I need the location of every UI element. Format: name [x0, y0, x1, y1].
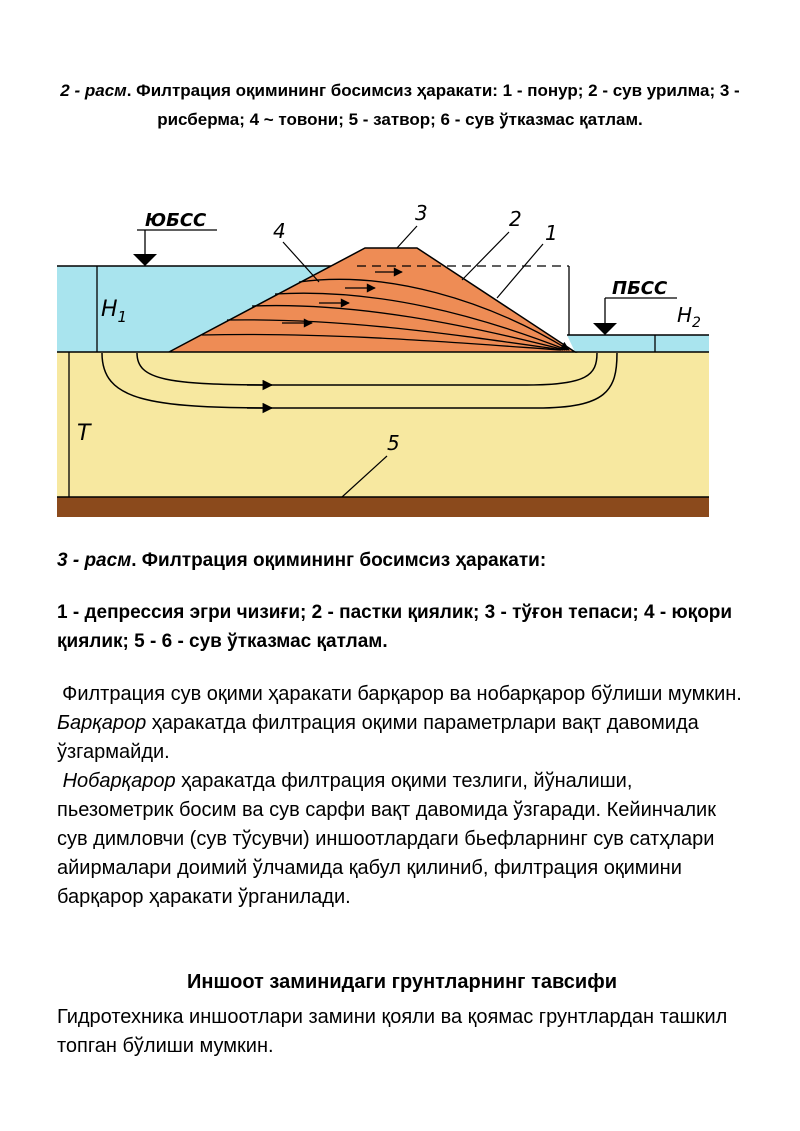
figure-legend: 1 - депрессия эгри чизиғи; 2 - пастки қи…	[57, 602, 733, 652]
h1-label: H1	[101, 297, 127, 326]
caption-top-label: 2 - расм	[60, 81, 127, 100]
downstream-level-label: ПБСС	[612, 278, 668, 299]
seepage-lines	[201, 267, 570, 351]
figure-caption-text: . Филтрация оқимининг босимсиз ҳаракати:	[131, 550, 547, 571]
caption-top: 2 - расм. Филтрация оқимининг босимсиз ҳ…	[60, 76, 740, 134]
paragraph-2-text: ҳаракатда филтрация оқими параметрлари в…	[57, 712, 699, 763]
dam-diagram: H1 T ЮБСС ПБСС H2 4 3 2 1 5	[57, 201, 709, 517]
label-4: 4	[273, 219, 286, 243]
downstream-water	[567, 335, 709, 352]
upstream-level-marker	[133, 254, 157, 266]
paragraph-2-term: Барқарор	[57, 712, 147, 734]
label-1: 1	[545, 221, 558, 245]
figure-caption: 3 - расм. Филтрация оқимининг босимсиз ҳ…	[57, 550, 747, 572]
paragraph-2: Барқарор ҳаракатда филтрация оқими парам…	[57, 709, 747, 767]
label-3: 3	[415, 201, 428, 225]
h2-label: H2	[677, 303, 701, 331]
foundation-seepage	[101, 352, 618, 414]
body-text: Филтрация сув оқими ҳаракати барқарор ва…	[57, 680, 747, 912]
figure-caption-label: 3 - расм	[57, 550, 132, 571]
paragraph-3: Нобарқарор ҳаракатда филтрация оқими тез…	[57, 767, 747, 912]
caption-top-text: . Филтрация оқимининг босимсиз ҳаракати:…	[126, 81, 740, 129]
paragraph-4: Гидротехника иншоотлари замини қояли ва …	[57, 1006, 728, 1057]
downstream-level-marker	[593, 323, 617, 335]
t-label: T	[77, 421, 92, 446]
paragraph-3-text: ҳаракатда филтрация оқими тезлиги, йўнал…	[57, 770, 716, 908]
upstream-water	[57, 266, 337, 352]
paragraph-1: Филтрация сув оқими ҳаракати барқарор ва…	[62, 683, 742, 705]
label-5: 5	[387, 431, 400, 455]
dam-body	[168, 247, 578, 353]
label-2: 2	[509, 207, 522, 231]
soil-layer	[57, 352, 709, 497]
section-heading: Иншоот заминидаги грунтларнинг тавсифи	[186, 971, 617, 993]
impervious-layer	[57, 497, 709, 517]
upstream-level-label: ЮБСС	[145, 210, 207, 231]
paragraph-3-term: Нобарқарор	[62, 770, 176, 792]
dam-figure: H1 T ЮБСС ПБСС H2 4 3 2 1 5	[57, 190, 709, 522]
